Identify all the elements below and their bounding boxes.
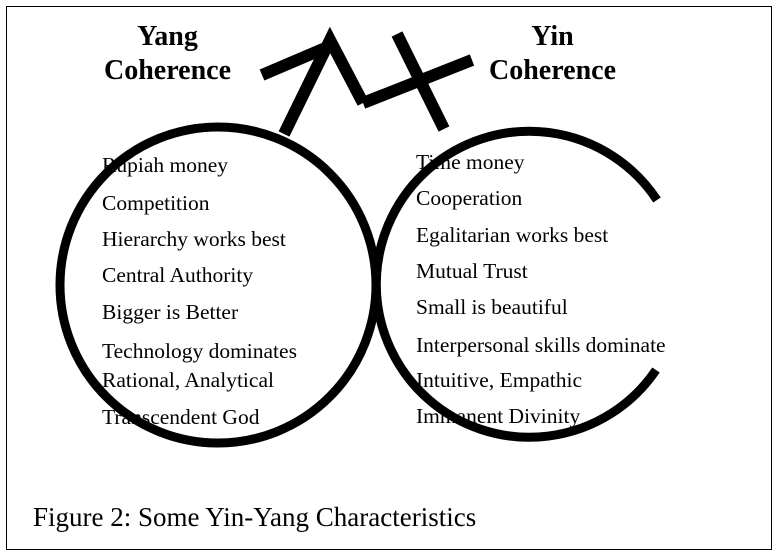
list-item: Small is beautiful [416,295,568,319]
yang-heading-line1: Yang [137,21,198,52]
list-item: Hierarchy works best [102,227,286,251]
list-item: Rupiah money [102,153,228,177]
yin-heading-line1: Yin [531,21,574,52]
yin-circle [371,126,661,442]
list-item: Cooperation [416,186,523,210]
list-item: Interpersonal skills dominate [416,333,666,357]
figure-caption: Figure 2: Some Yin-Yang Characteristics [33,502,477,532]
list-item: Transcendent God [102,405,260,429]
yang-arrow-stub [259,40,333,81]
list-item: Rational, Analytical [102,368,274,392]
list-item: Competition [102,191,210,215]
yang-arrow [278,26,369,137]
yang-heading: Yang Coherence [80,20,255,88]
list-item: Intuitive, Empathic [416,368,582,392]
yin-cross-stem [391,31,450,132]
list-item: Technology dominates [102,339,297,363]
list-item: Time money [416,150,525,174]
list-item: Central Authority [102,263,254,287]
list-item: Mutual Trust [416,259,528,283]
figure-frame [6,6,772,550]
yin-heading-line2: Coherence [489,55,616,86]
yang-heading-line2: Coherence [104,55,231,86]
list-item: Immanent Divinity [416,404,581,428]
list-item: Bigger is Better [102,300,239,324]
yin-heading: Yin Coherence [465,20,640,88]
list-item: Egalitarian works best [416,223,609,247]
